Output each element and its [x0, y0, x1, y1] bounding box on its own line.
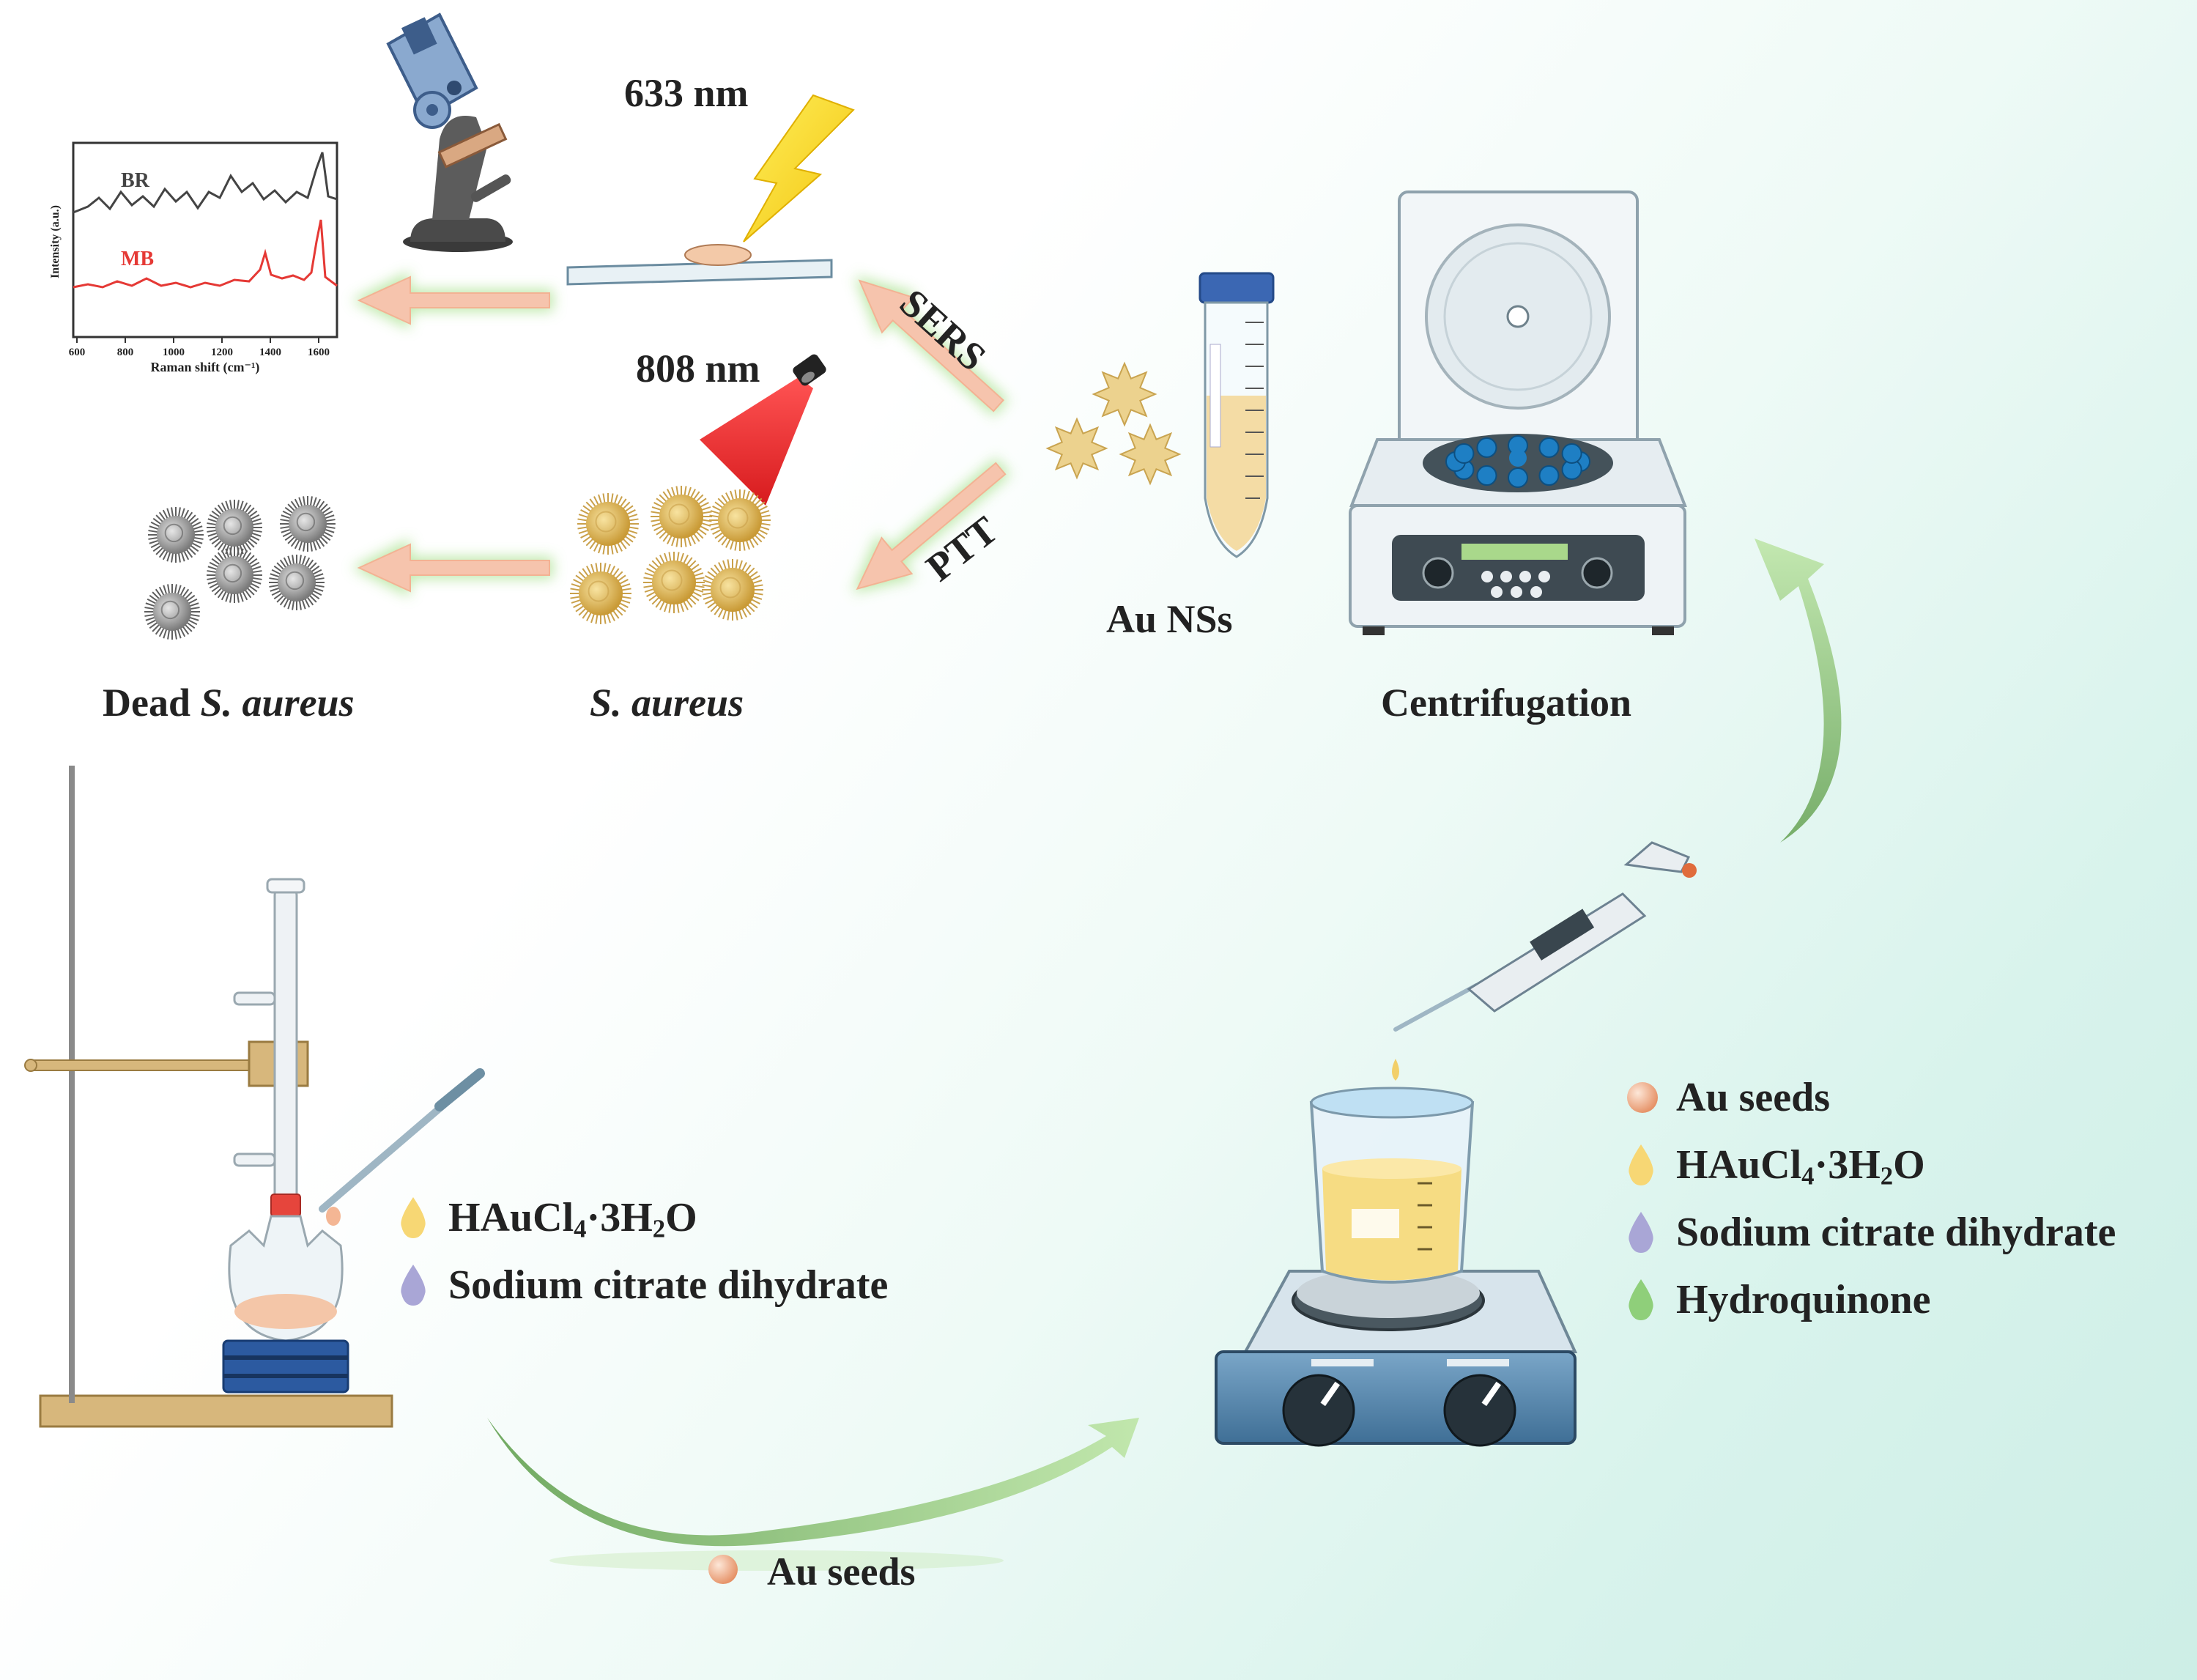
purple-drop-icon [401, 1265, 426, 1306]
cycle-arrow-bottom [487, 1418, 1139, 1571]
arrow-spectrum [352, 271, 553, 330]
label-centrifugation: Centrifugation [1381, 681, 1631, 725]
dead-s-aureus-cell [207, 500, 262, 555]
stand-base [39, 1394, 393, 1428]
au-nanostar [1119, 423, 1182, 486]
heating-mantle [222, 1339, 349, 1394]
spectrum-ylabel: Intensity (a.u.) [49, 205, 62, 278]
spectrum-xtick-label: 1200 [211, 347, 233, 358]
mb-series-label: MB [121, 248, 154, 270]
legend-growth-reagents: Au seeds HAuCl4·3H2O Sodium citrate dihy… [1625, 1068, 2182, 1338]
s-aureus-cell [570, 563, 631, 624]
dead-s-aureus-cell [207, 547, 262, 603]
arrow-ptt [851, 457, 1011, 593]
stirrer-hotplate [1215, 1268, 1578, 1447]
microscope-icon [386, 12, 513, 252]
centrifuge-rotor [1445, 435, 1590, 488]
seed-sphere-icon [1627, 1082, 1658, 1113]
spectrum-xticks: 600 800 1000 1200 1400 1600 [69, 337, 330, 358]
spectrum-xtick-label: 800 [117, 347, 134, 358]
legend-row-sodium-citrate: Sodium citrate dihydrate [1625, 1203, 2182, 1270]
spectrum-frame [72, 141, 338, 338]
au-seeds-arrow-text: Au seeds [767, 1550, 916, 1594]
legend-hydroquinone-text: Hydroquinone [1676, 1277, 1931, 1322]
centrifuge-tube-icon [1198, 272, 1275, 558]
legend-row-au-seeds: Au seeds [1625, 1068, 2182, 1136]
micropipette-icon [1392, 841, 1697, 1081]
label-808nm: 808 nm [636, 347, 760, 391]
hotplate-knob-right [1443, 1374, 1516, 1447]
legend-haucl4-text: HAuCl4·3H2O [1676, 1142, 1925, 1191]
stand-rod [69, 766, 75, 1403]
laser-808-icon [700, 354, 826, 506]
label-633nm: 633 nm [624, 71, 749, 115]
legend-row-hydroquinone: Hydroquinone [1625, 1270, 2182, 1338]
arrow-sers [853, 275, 1009, 417]
legend-haucl4-text: HAuCl4·3H2O [448, 1195, 697, 1243]
centrifuge-knob-right [1581, 557, 1613, 589]
spectrum-xtick-label: 1000 [163, 347, 185, 358]
dead-s-aureus-cell [148, 507, 204, 563]
legend-au-seeds-text: Au seeds [1676, 1075, 1831, 1120]
live-s-aureus-cluster [570, 486, 771, 624]
mb-spectrum-line [73, 219, 338, 289]
br-series-label: BR [121, 169, 150, 192]
condenser [273, 885, 298, 1210]
legend-sodium-citrate-text: Sodium citrate dihydrate [448, 1262, 889, 1308]
stopper [270, 1194, 301, 1217]
legend-reflux-reagents: HAuCl4·3H2O Sodium citrate dihydrate [397, 1188, 954, 1323]
sample-droplet [684, 244, 752, 266]
arrow-dead-bacteria [352, 539, 553, 597]
lightning-633-icon [743, 94, 855, 243]
spectrum-xtick-label: 1600 [308, 347, 330, 358]
centrifuge-display [1461, 544, 1568, 560]
yellow-drop-icon [401, 1197, 426, 1238]
seed-sphere-icon [708, 1555, 738, 1584]
legend-sodium-citrate-text: Sodium citrate dihydrate [1676, 1210, 2116, 1255]
raman-spectrum-inset: BR MB Intensity (a.u.) 600 800 1000 1200 140… [49, 141, 338, 375]
reflux-apparatus [24, 766, 485, 1428]
s-aureus-cell [577, 493, 639, 555]
dead-s-aureus-cell [144, 584, 200, 640]
legend-row-haucl4: HAuCl4·3H2O [397, 1188, 954, 1256]
label-dead-s-aureus: Dead S. aureus [103, 683, 355, 722]
br-spectrum-line [73, 152, 338, 214]
hotplate-knob-left [1282, 1374, 1355, 1447]
legend-row-haucl4: HAuCl4·3H2O [1625, 1136, 2182, 1203]
s-aureus-cell [651, 486, 712, 547]
label-au-nss: Au NSs [1106, 597, 1233, 641]
spectrum-xtick-label: 1400 [259, 347, 281, 358]
purple-drop-icon [1629, 1212, 1653, 1253]
centrifuge-icon [1349, 190, 1687, 635]
dead-s-aureus-cell [269, 555, 325, 610]
s-aureus-cell [643, 552, 705, 613]
dead-s-aureus-cluster [144, 496, 336, 640]
cycle-arrow-right [1755, 539, 1842, 843]
beaker-icon [1309, 1087, 1475, 1284]
legend-row-sodium-citrate: Sodium citrate dihydrate [397, 1256, 954, 1323]
yellow-drop-icon [1629, 1144, 1653, 1185]
s-aureus-italic: S. aureus [590, 681, 744, 725]
spectrum-xlabel: Raman shift (cm⁻¹) [151, 360, 260, 375]
au-nanostar [1045, 417, 1108, 480]
dead-s-aureus-italic: S. aureus [200, 681, 355, 725]
green-drop-icon [1629, 1279, 1653, 1320]
dead-prefix-text: Dead [103, 681, 201, 725]
s-aureus-cell [709, 489, 771, 551]
label-s-aureus: S. aureus [590, 683, 744, 722]
spectrum-xtick-label: 600 [69, 347, 86, 358]
au-nanostars [1045, 361, 1182, 486]
glass-slide [566, 244, 833, 286]
centrifuge-knob-left [1422, 557, 1454, 589]
dead-s-aureus-cell [280, 496, 336, 552]
s-aureus-cell [702, 559, 763, 621]
au-nanostar [1092, 361, 1157, 427]
clamp-arm [29, 1059, 272, 1071]
